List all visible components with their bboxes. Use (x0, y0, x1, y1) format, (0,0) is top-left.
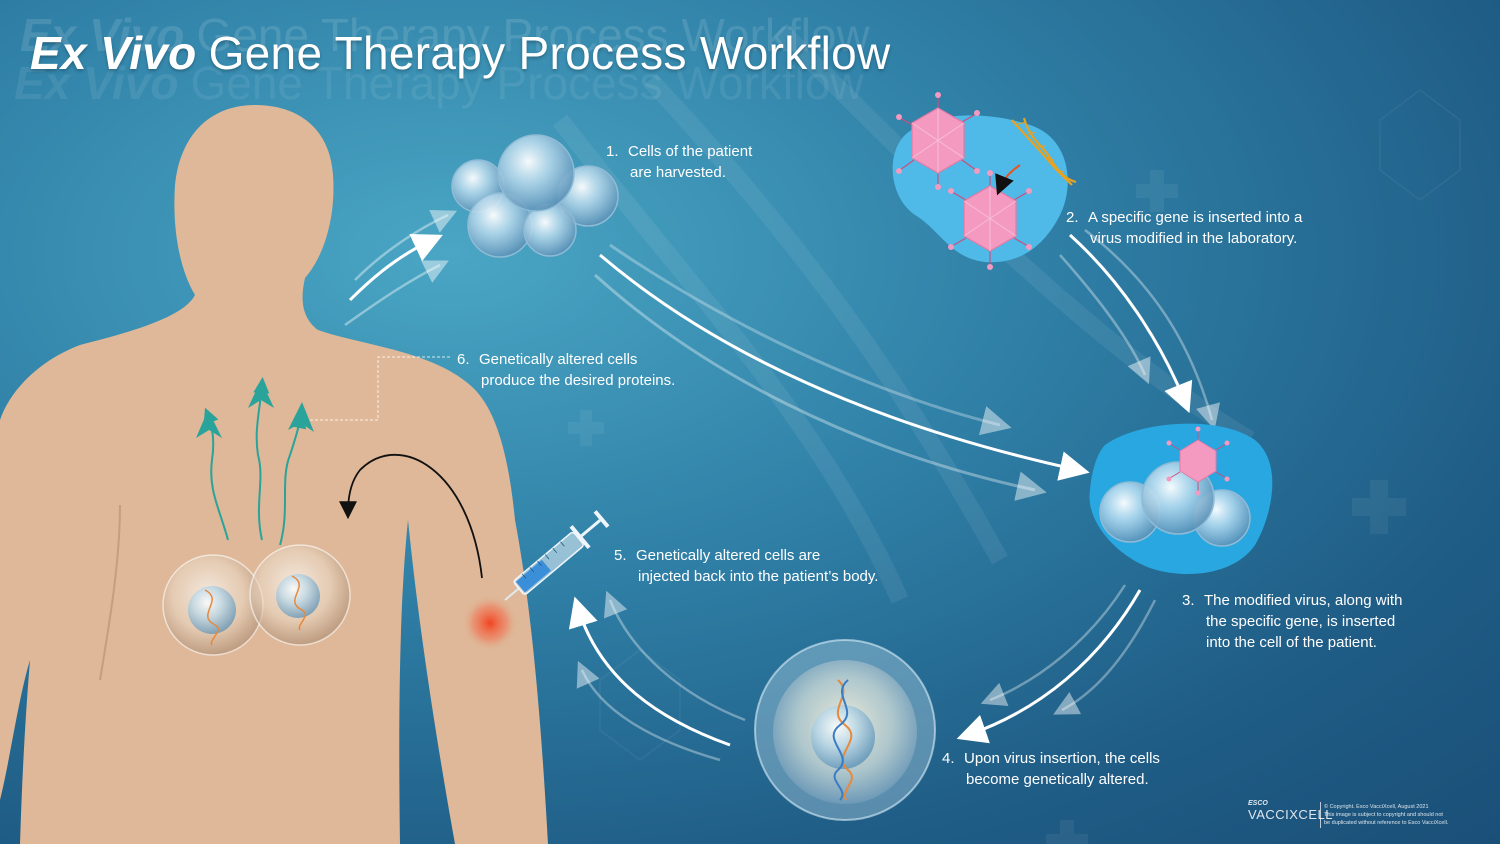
return-arrow (339, 453, 483, 579)
step-1-label: 1. Cells of the patient are harvested. (606, 141, 752, 183)
reinjection-arrows (568, 590, 746, 762)
copyright-line: © Copyright. Esco VacciXcell, August 202… (1324, 804, 1429, 810)
virus-lab-illustration (892, 92, 1077, 270)
step-5-line-2: injected back into the patient’s body. (638, 568, 879, 585)
protein-arrowheads (196, 380, 314, 438)
virus-cell-fusion-illustration (1089, 423, 1273, 575)
step-6-line-2: produce the desired proteins. (481, 372, 676, 389)
title-emphasis: Ex Vivo (30, 27, 197, 79)
title-shadow2-emphasis: Ex Vivo (14, 57, 179, 109)
title-rest: Gene Therapy Process Workflow (208, 27, 891, 79)
step-3-line-3: into the cell of the patient. (1206, 634, 1377, 651)
step-1-line-2: are harvested. (630, 164, 726, 181)
step-2-number: 2. (1066, 209, 1079, 226)
step-6-line-1: Genetically altered cells (479, 351, 638, 368)
step-2-label: 2. A specific gene is inserted into a vir… (1066, 207, 1302, 249)
title-shadow-emphasis: Ex Vivo (20, 9, 185, 61)
step-2-line-2: virus modified in the laboratory. (1090, 230, 1298, 247)
title-shadow2-rest: Gene Therapy Process Workflow (190, 57, 864, 109)
footer-divider (1320, 802, 1321, 828)
step-2-line-1: A specific gene is inserted into a (1088, 209, 1303, 226)
step-5-label: 5. Genetically altered cells are injected… (614, 545, 878, 587)
step-4-line-1: Upon virus insertion, the cells (964, 750, 1160, 767)
brand-top: ESCO (1248, 800, 1268, 807)
harvest-arrows (344, 209, 458, 327)
virus-transfer-arrows (1059, 229, 1221, 430)
altered-cell-illustration (754, 639, 936, 821)
syringe-icon (504, 510, 610, 601)
harvested-cells (451, 134, 619, 258)
notice-line-1: This image is subject to copyright and s… (1324, 812, 1443, 818)
step-5-line-1: Genetically altered cells are (636, 547, 821, 564)
step-4-number: 4. (942, 750, 955, 767)
footer: ESCO VACCIXCELL © Copyright. Esco VacciX… (1248, 800, 1448, 828)
injection-site (462, 595, 518, 651)
step6-leader (310, 356, 450, 421)
step-3-number: 3. (1182, 592, 1195, 609)
body-cells (162, 544, 351, 656)
notice-line-2: be duplicated without reference to Esco … (1324, 820, 1449, 826)
transfer-arrows (593, 243, 1090, 501)
step-6-number: 6. (457, 351, 470, 368)
step-1-number: 1. (606, 143, 619, 160)
patient-body (0, 105, 548, 844)
step-3-label: 3. The modified virus, along with the spe… (1182, 590, 1402, 653)
brand-logo: VACCIXCELL (1248, 807, 1333, 822)
step-3-line-2: the specific gene, is inserted (1206, 613, 1396, 630)
title-shadow-rest: Gene Therapy Process Workflow (196, 9, 870, 61)
alteration-arrows (956, 584, 1157, 744)
step-4-line-2: become genetically altered. (966, 771, 1149, 788)
step-6-label: 6. Genetically altered cells produce the … (457, 349, 675, 391)
step-5-number: 5. (614, 547, 627, 564)
step-4-label: 4. Upon virus insertion, the cells become… (942, 748, 1160, 790)
step-1-line-1: Cells of the patient (628, 143, 753, 160)
step-3-line-1: The modified virus, along with (1204, 592, 1403, 609)
copyright-text: © Copyright. Esco VacciXcell, August 202… (1324, 803, 1448, 827)
